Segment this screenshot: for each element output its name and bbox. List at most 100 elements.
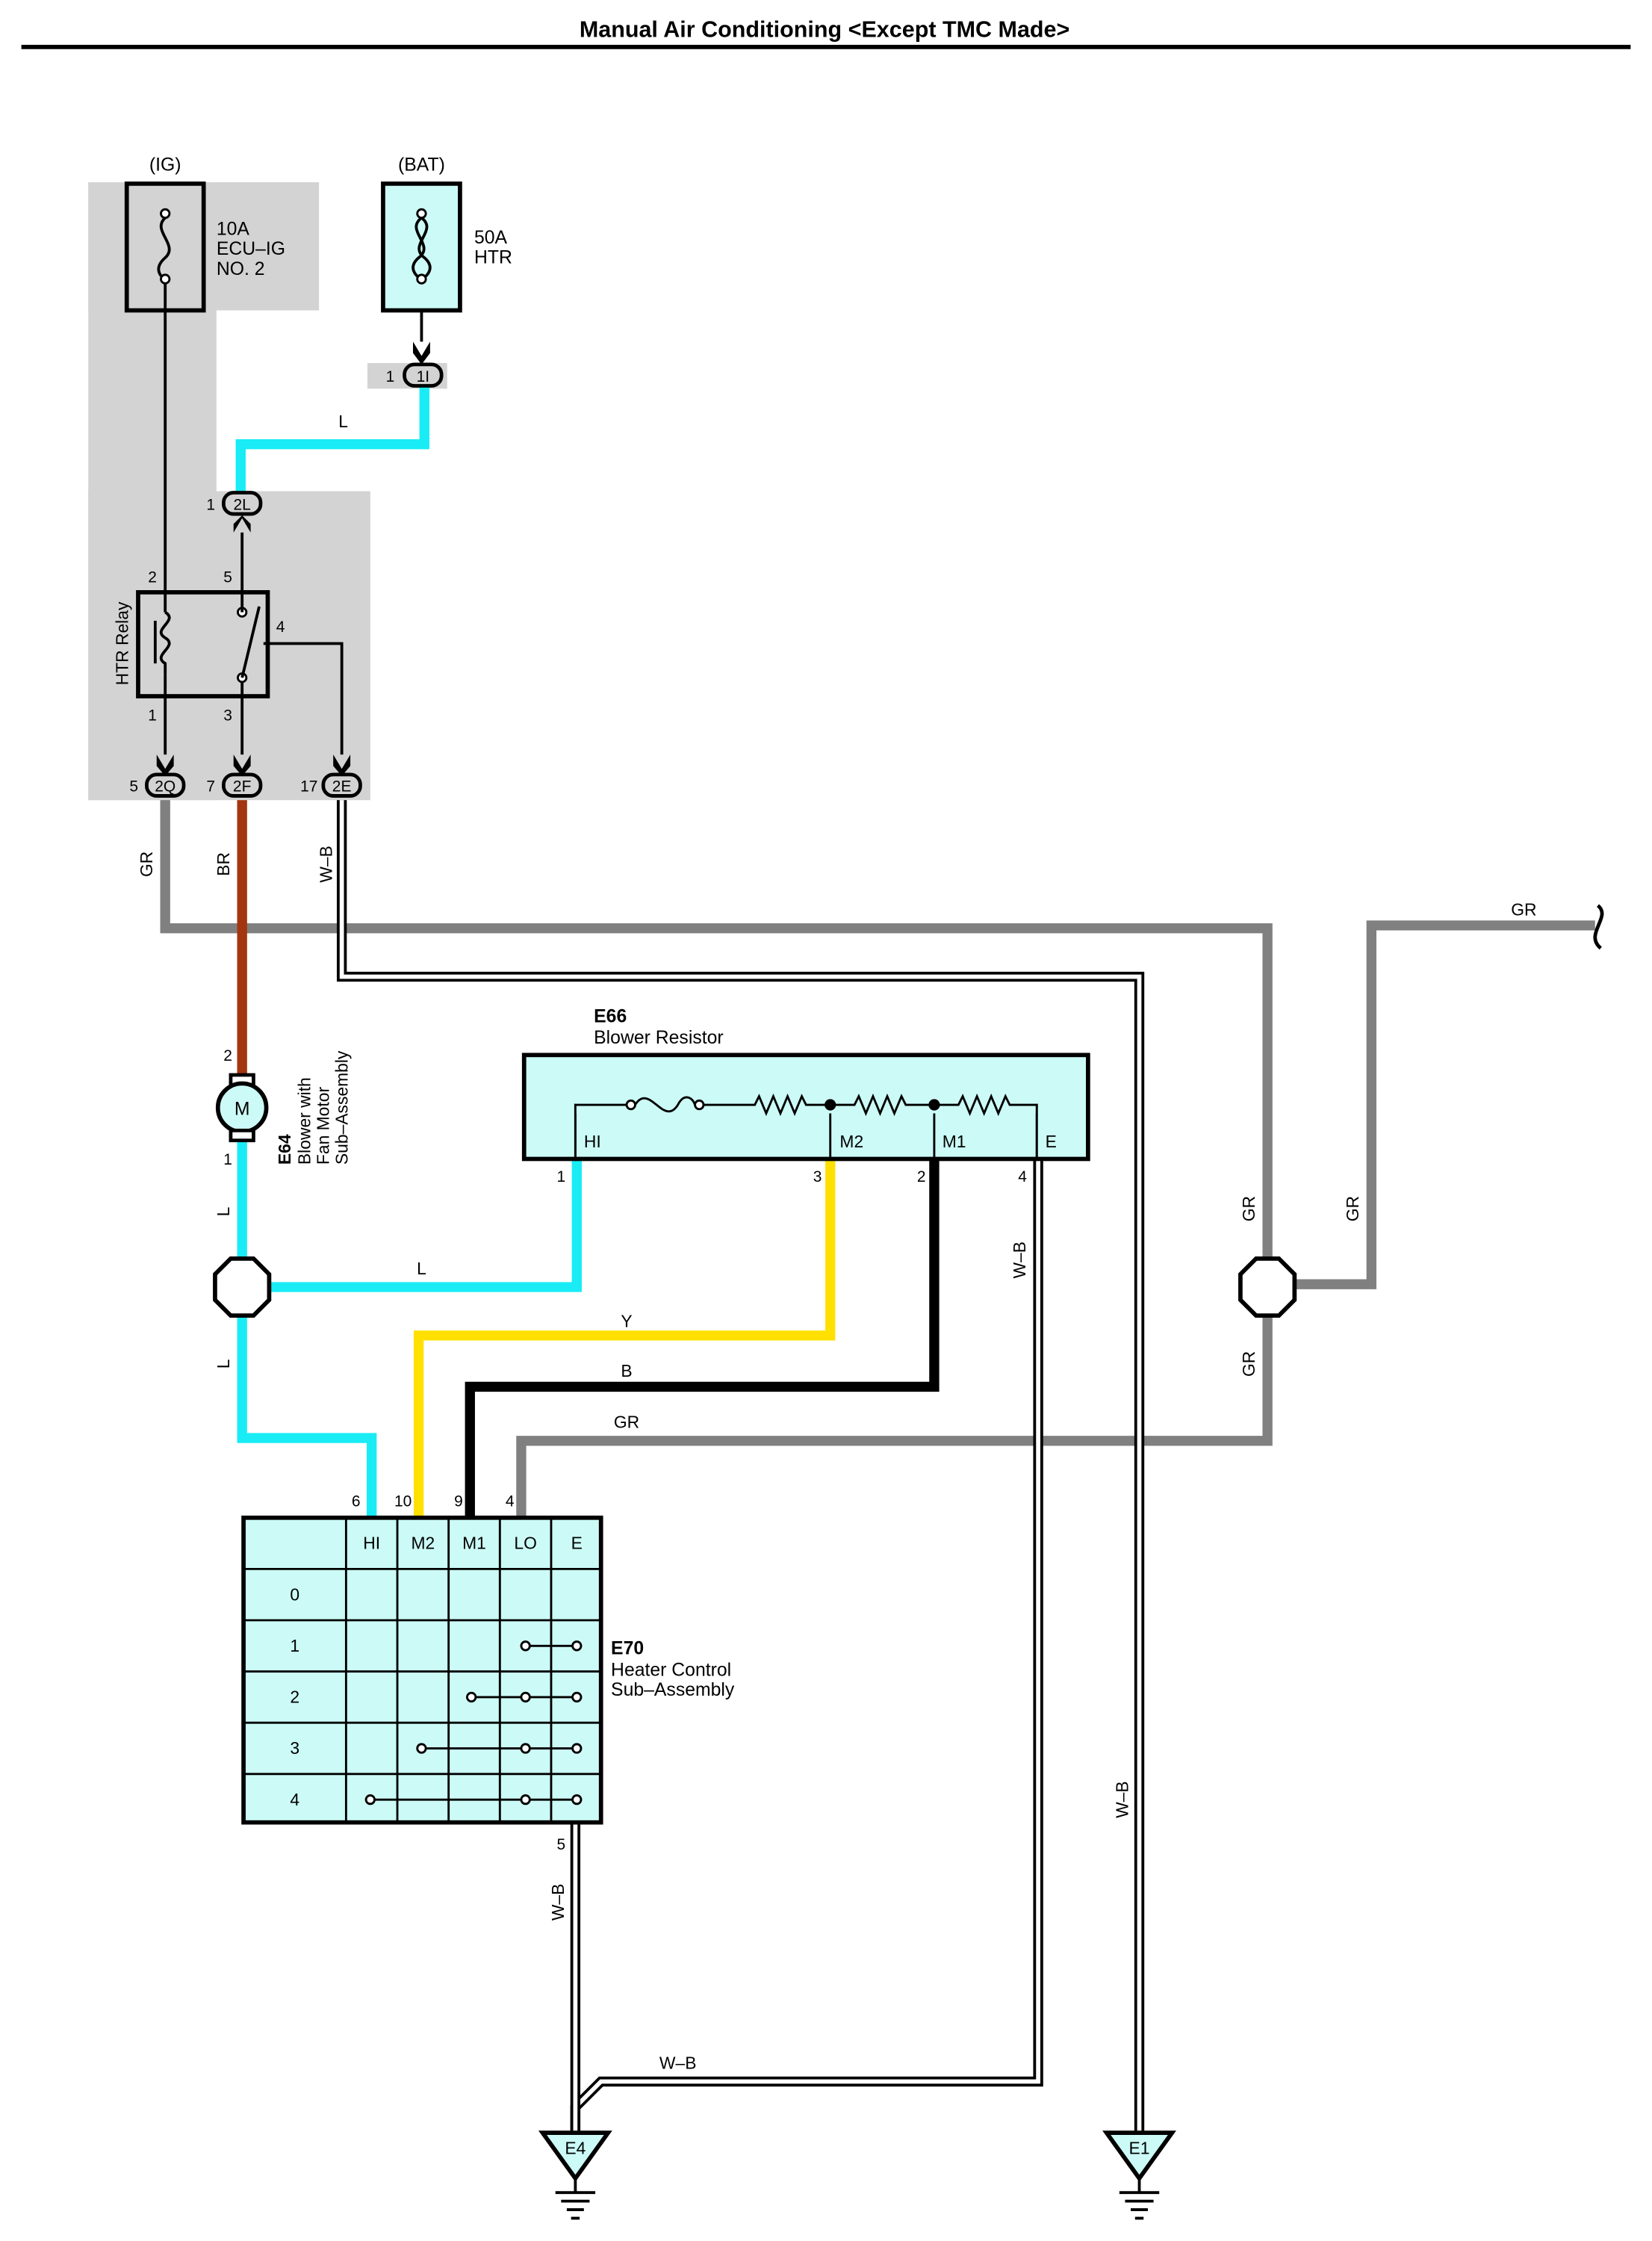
heater-control [241, 1515, 603, 1825]
resistor-name: Blower Resistor [594, 1028, 723, 1048]
blower-line3: Sub–Assembly [332, 1050, 351, 1165]
junction-2f-pin: 7 [206, 778, 215, 796]
bat-fuse-name: HTR [474, 248, 512, 268]
junction-2e-label: 2E [332, 778, 352, 796]
resistor-term-hi: HI [584, 1132, 601, 1151]
junction-2q-label: 2Q [155, 778, 176, 796]
junction-connectors [145, 754, 362, 798]
junction-2f-label: 2F [233, 778, 251, 796]
wire-label-br: BR [214, 852, 233, 876]
wire-wb [336, 800, 1145, 2136]
ground-e1-label: E1 [1129, 2139, 1150, 2158]
junction-2e-pin: 17 [300, 778, 317, 796]
relay-pin-5: 5 [223, 569, 232, 586]
wire-label-l-lower: L [214, 1360, 233, 1369]
splice-l [213, 1256, 272, 1318]
blower-pin-2: 2 [223, 1047, 232, 1064]
wire-gr-branch [1267, 920, 1595, 1289]
resistor-pin-2: 2 [917, 1168, 926, 1185]
relay-pin-4: 4 [276, 619, 285, 636]
resistor-term-m2: M2 [839, 1132, 863, 1151]
control-col-m2: M2 [411, 1534, 435, 1553]
conn-1i-label: 1I [417, 368, 430, 385]
resistor-pin-4: 4 [1018, 1168, 1027, 1185]
wire-label-wb-e70: W–B [548, 1884, 568, 1921]
ground-e4 [538, 2130, 612, 2220]
wire-l-top [235, 387, 429, 493]
wire-label-gr-right: GR [1511, 900, 1536, 920]
control-line1: Heater Control [611, 1660, 731, 1680]
wire-l-hi [242, 1159, 582, 1292]
control-col-m1: M1 [462, 1534, 486, 1553]
blower-line1: Blower with [295, 1077, 314, 1165]
control-pin-6: 6 [352, 1493, 361, 1510]
relay-pin-1: 1 [148, 707, 157, 724]
relay-pin-2: 2 [148, 569, 157, 586]
bat-fuse-amp: 50A [474, 228, 508, 248]
control-col-hi: HI [363, 1534, 380, 1553]
wire-gr-continuation-mark [1593, 904, 1604, 950]
conn-1i-pin: 1 [386, 368, 395, 385]
conn-2l-label: 2L [234, 496, 251, 513]
wire-label-l-motor: L [214, 1207, 233, 1217]
wire-y [413, 1159, 836, 1518]
fuse-ecu-ig [124, 182, 206, 313]
blower-pin-1: 1 [223, 1151, 232, 1168]
wire-label-gr-e70: GR [614, 1413, 639, 1432]
wire-label-b: B [621, 1361, 632, 1380]
control-col-lo: LO [514, 1534, 537, 1553]
blower-resistor [521, 1053, 1090, 1162]
wire-label-l-hi: L [417, 1259, 426, 1278]
wire-label-gr-upper: GR [1239, 1196, 1258, 1221]
bat-source-label: (BAT) [398, 155, 445, 176]
wire-gr-main [160, 800, 1273, 1518]
control-col-e: E [571, 1534, 583, 1553]
control-pin-10: 10 [394, 1493, 412, 1510]
wire-label-gr-branch: GR [1343, 1196, 1362, 1221]
control-row-0: 0 [290, 1584, 299, 1604]
ig-fuse-name2: NO. 2 [217, 259, 265, 279]
wire-b [465, 1159, 940, 1518]
ground-e4-label: E4 [565, 2139, 586, 2158]
control-row-3: 3 [290, 1738, 299, 1758]
fuse-htr [381, 182, 462, 313]
conn-2l-pin: 1 [206, 496, 215, 513]
ig-fuse-amp: 10A [217, 219, 250, 239]
control-code: E70 [611, 1639, 644, 1659]
control-row-1: 1 [290, 1636, 299, 1655]
wire-label-wb-2e: W–B [316, 846, 335, 883]
control-pin-9: 9 [454, 1493, 463, 1510]
wire-l-blower [237, 1138, 377, 1518]
blower-line2: Fan Motor [313, 1087, 332, 1165]
motor-symbol: M [235, 1099, 250, 1119]
wire-label-wb-resistor: W–B [1010, 1242, 1029, 1279]
wire-label-y: Y [621, 1311, 632, 1330]
wire-label-wb-e1: W–B [1112, 1781, 1131, 1818]
control-row-4: 4 [290, 1790, 299, 1809]
resistor-pin-3: 3 [813, 1168, 822, 1185]
wire-label-l-top: L [338, 412, 348, 431]
resistor-code: E66 [594, 1006, 627, 1026]
blower-code: E64 [275, 1134, 294, 1165]
control-pin-4: 4 [506, 1493, 515, 1510]
ig-source-label: (IG) [149, 155, 181, 176]
ig-fuse-name1: ECU–IG [217, 239, 285, 259]
wire-label-wb-bottom: W–B [659, 2053, 697, 2072]
junction-2q-pin: 5 [129, 778, 138, 796]
htr-relay [136, 590, 270, 698]
control-line2: Sub–Assembly [611, 1680, 735, 1700]
diagram-title: Manual Air Conditioning <Except TMC Made… [580, 17, 1070, 43]
splice-gr [1238, 1256, 1297, 1318]
resistor-term-e: E [1046, 1132, 1057, 1151]
wire-label-gr-lower: GR [1239, 1351, 1258, 1377]
relay-pin-3: 3 [223, 707, 232, 724]
resistor-pin-1: 1 [556, 1168, 565, 1185]
wire-label-gr-2q: GR [137, 852, 156, 877]
resistor-term-m1: M1 [943, 1132, 966, 1151]
relay-label: HTR Relay [113, 601, 132, 685]
connector-1i [403, 341, 444, 388]
blower-motor [215, 1073, 269, 1143]
ground-e1 [1102, 2130, 1176, 2220]
control-pin-5: 5 [556, 1836, 565, 1853]
